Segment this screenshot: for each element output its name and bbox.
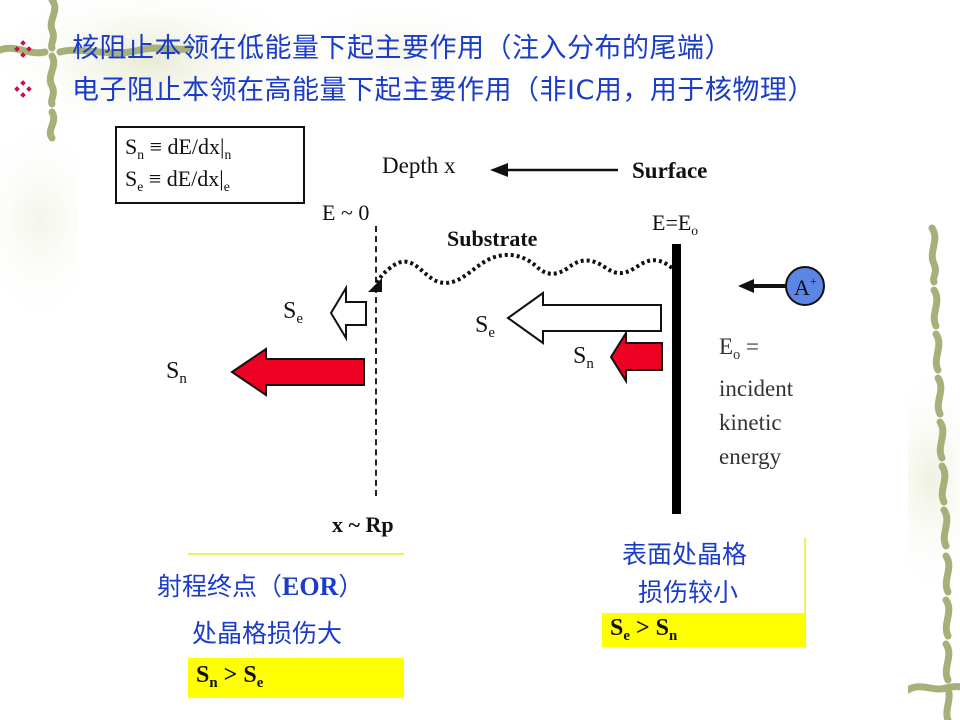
se-label-left: Se [283, 298, 303, 328]
eor-abbrev: EOR [282, 572, 339, 601]
sn-gt-se-relation: Sn > Se [196, 662, 263, 692]
symbol: S [125, 166, 138, 191]
surface-note-line1: 表面处晶格 [622, 540, 748, 569]
symbol: S [610, 615, 624, 641]
bullet-item: 电子阻止本领在高能量下起主要作用（非IC用，用于核物理） [0, 68, 960, 106]
se-label-right: Se [475, 312, 495, 342]
ion-trajectory-path [368, 253, 674, 292]
diamond-cluster-bullet-icon [14, 80, 32, 98]
symbol: S [166, 358, 180, 384]
range-label: x ~ Rp [332, 512, 394, 537]
subscript: n [209, 675, 218, 692]
se-definition: Se ≡ dE/dx|e [125, 166, 230, 195]
subscript: o [733, 346, 741, 363]
subscript: n [224, 146, 232, 162]
sn-label-left: Sn [166, 358, 187, 388]
sn-arrow-small-icon [609, 330, 663, 384]
depth-arrow-icon [490, 163, 618, 177]
subscript: e [256, 675, 264, 692]
se-gt-sn-relation: Se > Sn [610, 615, 677, 645]
diamond-cluster-bullet-icon [14, 40, 32, 58]
eo-definition-line: incident [719, 375, 794, 401]
projected-range-line [375, 226, 377, 496]
eor-relation-highlight: Sn > Se [188, 658, 404, 698]
symbol: S [475, 312, 489, 338]
bullet-text: 电子阻止本领在高能量下起主要作用（非IC用，用于核物理） [72, 75, 815, 106]
surface-label: Surface [632, 158, 708, 183]
surface-note-line2: 损伤较小 [638, 578, 739, 607]
symbol: S [573, 343, 587, 369]
subscript: n [586, 356, 594, 373]
subscript: e [296, 311, 303, 328]
surface-boundary [672, 244, 681, 514]
eor-note-line2: 处晶格损伤大 [192, 619, 343, 648]
definition-box: Sn ≡ dE/dx|n Se ≡ dE/dx|e [115, 126, 305, 204]
subscript: o [691, 222, 699, 238]
operator: > [217, 662, 244, 688]
expression: ≡ dE/dx| [143, 166, 224, 191]
sn-arrow-large-icon [230, 347, 365, 397]
e-zero-label: E ~ 0 [322, 200, 370, 225]
sn-definition: Sn ≡ dE/dx|n [125, 134, 231, 163]
se-arrow-small-icon [329, 285, 367, 342]
eor-text: 射程终点（ [157, 572, 283, 601]
eor-separator [188, 553, 404, 555]
surface-note-border [804, 538, 806, 648]
symbol: S [196, 662, 210, 688]
subscript: e [223, 178, 230, 194]
bullet-text: 核阻止本领在低能量下起主要作用（注入分布的尾端） [72, 33, 732, 64]
eo-definition: Eo = incident kinetic energy [719, 330, 839, 474]
eo-definition-line: energy [719, 443, 782, 469]
surface-relation-highlight: Se > Sn [602, 613, 805, 647]
sn-label-right: Sn [573, 343, 594, 373]
symbol: S [125, 134, 138, 159]
subscript: n [179, 371, 187, 388]
depth-label: Depth x [382, 153, 456, 178]
symbol: S [243, 662, 257, 688]
subscript: e [488, 325, 495, 342]
symbol: E [719, 334, 734, 359]
ion-label: A+ [794, 274, 817, 301]
e-initial-main: E=E [652, 210, 692, 235]
subscript: n [669, 628, 678, 645]
equals: = [740, 334, 759, 359]
ion-circle: A+ [785, 266, 825, 306]
bullet-item: 核阻止本领在低能量下起主要作用（注入分布的尾端） [0, 26, 960, 64]
ion-letter: A [794, 275, 810, 300]
e-initial-label: E=Eo [652, 210, 698, 239]
subscript: e [623, 628, 630, 645]
eor-text: ） [338, 572, 364, 601]
expression: ≡ dE/dx| [144, 134, 225, 159]
eo-definition-head: Eo = [719, 330, 839, 372]
substrate-label: Substrate [447, 226, 538, 251]
eor-note-line1: 射程终点（EOR） [157, 567, 363, 603]
operator: > [629, 615, 656, 641]
subscript: n [137, 146, 145, 162]
incoming-ion-arrow-icon [738, 279, 786, 293]
se-arrow-large-icon [506, 291, 662, 345]
symbol: S [283, 298, 297, 324]
ion-charge: + [809, 274, 817, 288]
eo-definition-line: kinetic [719, 409, 782, 435]
subscript: e [137, 178, 144, 194]
symbol: S [655, 615, 670, 641]
